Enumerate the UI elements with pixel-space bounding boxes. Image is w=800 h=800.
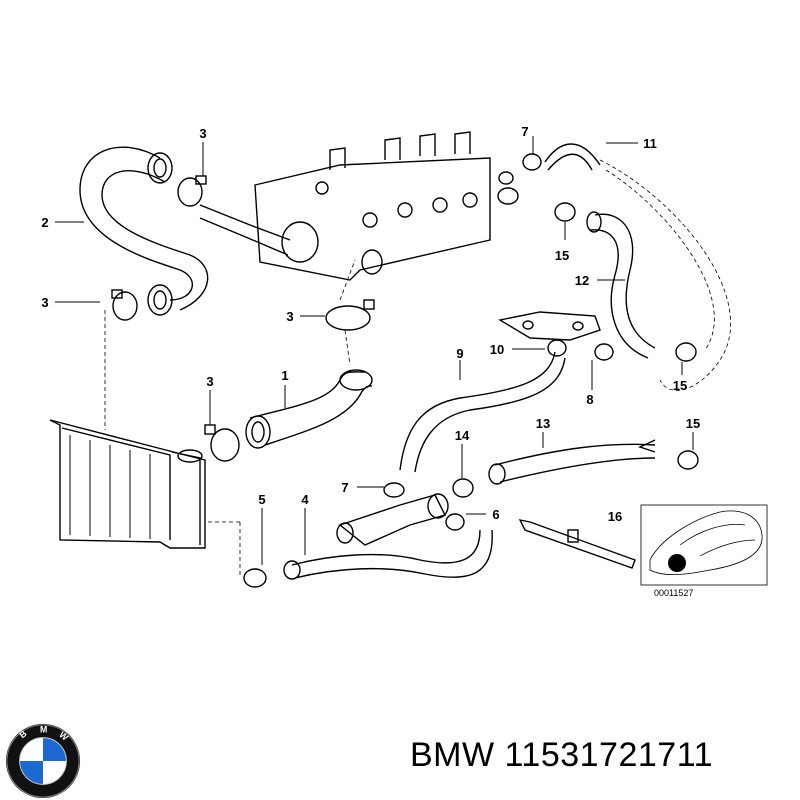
label-2: 2 [41, 215, 48, 230]
label-13: 13 [536, 416, 550, 431]
label-7-top: 7 [521, 124, 528, 139]
part-7-clamp-lower [383, 482, 405, 498]
part-13-hose [488, 439, 656, 485]
coolant-distributor-pipe [336, 493, 449, 546]
part-15-clamp-upper [554, 202, 576, 222]
part-3-clamp-center [325, 299, 375, 331]
part-14-clamp [452, 478, 474, 498]
engine-cylinder-head [199, 131, 519, 281]
logo-letter-b: B [17, 728, 28, 740]
part-9-hose [399, 351, 566, 473]
label-6: 6 [492, 507, 499, 522]
part-6-clamp [445, 513, 465, 531]
label-11: 11 [643, 136, 657, 151]
label-5: 5 [258, 492, 265, 507]
label-15-right: 15 [673, 378, 687, 393]
coolant-flange-plate [498, 311, 601, 341]
part-8-clamp [594, 343, 614, 361]
part-15-clamp-lower [677, 450, 699, 470]
guide-lines [104, 259, 356, 575]
label-15-upper: 15 [555, 248, 569, 263]
label-3-center: 3 [286, 309, 293, 324]
part-11-hose [544, 143, 731, 391]
part-10-clamp [547, 339, 567, 357]
label-3-top: 3 [199, 126, 206, 141]
part-12-hose [586, 211, 656, 359]
label-16: 16 [608, 509, 622, 524]
part-4-hose [283, 529, 493, 580]
logo-letter-m: M [40, 725, 47, 735]
part-16-cable-tie [518, 519, 636, 569]
label-10: 10 [490, 342, 504, 357]
locator-inset: 00011527 [640, 504, 768, 598]
label-1: 1 [281, 368, 288, 383]
part-5-clamp [243, 568, 267, 588]
label-12: 12 [575, 273, 589, 288]
label-14: 14 [455, 428, 470, 443]
label-8: 8 [586, 392, 593, 407]
car-outline [649, 510, 763, 575]
label-3-left: 3 [41, 295, 48, 310]
part-15-clamp-right [675, 342, 697, 362]
part-2-hose [79, 146, 209, 316]
radiator [49, 419, 206, 549]
part-3-clamp-upper [177, 175, 207, 207]
part-3-clamp-lower [204, 424, 240, 462]
part-number-caption: BMW 11531721711 [410, 736, 713, 774]
part-3-clamp-left [111, 289, 138, 321]
label-4: 4 [301, 492, 309, 507]
bmw-roundel-icon: B M W [5, 723, 81, 799]
inset-diagram-number: 00011527 [654, 588, 693, 598]
label-7-lower: 7 [341, 480, 348, 495]
part-1-hose [245, 369, 373, 449]
label-9: 9 [456, 346, 463, 361]
label-15-lower: 15 [686, 416, 700, 431]
part-7-clamp-upper [522, 153, 542, 171]
leader-lines [55, 136, 694, 565]
label-3-lower: 3 [206, 374, 213, 389]
location-marker [668, 554, 686, 572]
